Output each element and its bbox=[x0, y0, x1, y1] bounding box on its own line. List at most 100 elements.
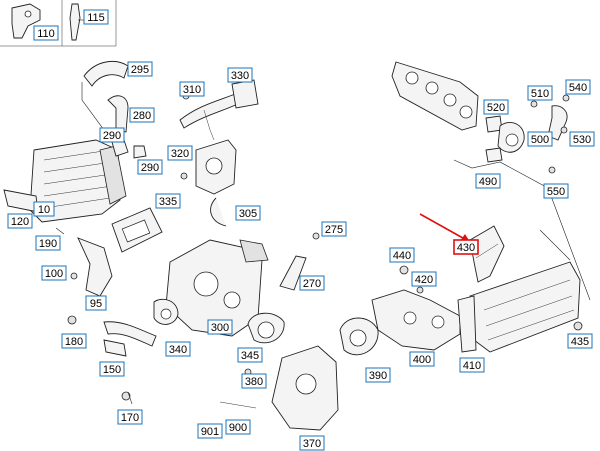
label-400[interactable]: 400 bbox=[409, 351, 435, 367]
egr-cooler-drawing bbox=[3, 139, 127, 223]
label-390[interactable]: 390 bbox=[365, 367, 391, 383]
svg-text:410: 410 bbox=[463, 360, 481, 372]
egr-pipe-drawing bbox=[179, 79, 259, 141]
svg-text:380: 380 bbox=[245, 376, 263, 388]
gasket-335-drawing bbox=[111, 207, 163, 253]
svg-text:900: 900 bbox=[229, 422, 247, 434]
label-520[interactable]: 520 bbox=[483, 99, 509, 115]
svg-text:370: 370 bbox=[303, 438, 321, 450]
svg-text:500: 500 bbox=[531, 134, 549, 146]
svg-text:420: 420 bbox=[415, 274, 433, 286]
label-100[interactable]: 100 bbox=[41, 265, 67, 281]
svg-text:295: 295 bbox=[131, 64, 149, 76]
svg-text:305: 305 bbox=[239, 208, 257, 220]
svg-text:170: 170 bbox=[121, 412, 139, 424]
label-190[interactable]: 190 bbox=[35, 235, 61, 251]
svg-text:901: 901 bbox=[201, 426, 219, 438]
svg-text:95: 95 bbox=[90, 298, 102, 310]
hose-drawings bbox=[81, 60, 147, 159]
label-305[interactable]: 305 bbox=[235, 205, 261, 221]
throttle-housing-drawing bbox=[153, 239, 269, 337]
label-530[interactable]: 530 bbox=[569, 131, 595, 147]
label-510[interactable]: 510 bbox=[527, 85, 553, 101]
label-340[interactable]: 340 bbox=[165, 341, 191, 357]
svg-text:510: 510 bbox=[531, 88, 549, 100]
label-310[interactable]: 310 bbox=[179, 81, 205, 97]
label-320[interactable]: 320 bbox=[167, 145, 193, 161]
manifold-410-drawing bbox=[457, 261, 583, 353]
bracket-270-drawing bbox=[279, 232, 320, 291]
label-300[interactable]: 300 bbox=[207, 319, 233, 335]
label-170[interactable]: 170 bbox=[117, 409, 143, 425]
svg-text:430: 430 bbox=[457, 242, 475, 254]
svg-text:540: 540 bbox=[569, 82, 587, 94]
label-410[interactable]: 410 bbox=[459, 357, 485, 373]
manifold-400-drawing bbox=[371, 265, 461, 351]
label-290-a[interactable]: 290 bbox=[99, 127, 125, 143]
label-10[interactable]: 10 bbox=[33, 201, 55, 217]
svg-text:550: 550 bbox=[547, 186, 565, 198]
callout-arrow bbox=[419, 213, 471, 243]
label-330[interactable]: 330 bbox=[227, 67, 253, 83]
label-115[interactable]: 115 bbox=[83, 9, 109, 25]
svg-text:10: 10 bbox=[38, 204, 50, 216]
svg-text:190: 190 bbox=[39, 238, 57, 250]
pipe-150-drawing bbox=[103, 321, 157, 405]
label-120[interactable]: 120 bbox=[7, 213, 33, 229]
label-345[interactable]: 345 bbox=[237, 347, 263, 363]
svg-text:300: 300 bbox=[211, 322, 229, 334]
svg-text:280: 280 bbox=[133, 110, 151, 122]
svg-text:270: 270 bbox=[303, 278, 321, 290]
svg-text:290: 290 bbox=[103, 130, 121, 142]
label-380[interactable]: 380 bbox=[241, 373, 267, 389]
label-900[interactable]: 900 bbox=[225, 419, 251, 435]
svg-text:310: 310 bbox=[183, 84, 201, 96]
gasket-390-drawing bbox=[339, 317, 379, 356]
svg-text:340: 340 bbox=[169, 344, 187, 356]
svg-text:120: 120 bbox=[11, 216, 29, 228]
label-280[interactable]: 280 bbox=[129, 107, 155, 123]
svg-text:275: 275 bbox=[325, 224, 343, 236]
svg-text:110: 110 bbox=[37, 28, 55, 40]
egr-valve-drawing bbox=[180, 139, 237, 227]
label-430[interactable]: 430 bbox=[453, 239, 479, 255]
svg-text:400: 400 bbox=[413, 354, 431, 366]
svg-text:115: 115 bbox=[87, 12, 105, 24]
exhaust-manifold-drawing bbox=[391, 61, 591, 301]
svg-text:100: 100 bbox=[45, 268, 63, 280]
label-370[interactable]: 370 bbox=[299, 435, 325, 451]
svg-text:345: 345 bbox=[241, 350, 259, 362]
svg-text:180: 180 bbox=[65, 336, 83, 348]
label-540[interactable]: 540 bbox=[565, 79, 591, 95]
label-335[interactable]: 335 bbox=[155, 193, 181, 209]
label-435[interactable]: 435 bbox=[567, 333, 593, 349]
svg-text:320: 320 bbox=[171, 148, 189, 160]
inset-panel bbox=[0, 0, 117, 47]
svg-text:150: 150 bbox=[103, 364, 121, 376]
svg-text:290: 290 bbox=[141, 162, 159, 174]
housing-370-drawing bbox=[219, 345, 339, 431]
svg-text:390: 390 bbox=[369, 370, 387, 382]
label-180[interactable]: 180 bbox=[61, 333, 87, 349]
label-290-b[interactable]: 290 bbox=[137, 159, 163, 175]
svg-text:440: 440 bbox=[393, 250, 411, 262]
label-110[interactable]: 110 bbox=[33, 25, 59, 41]
label-500[interactable]: 500 bbox=[527, 131, 553, 147]
svg-text:330: 330 bbox=[231, 70, 249, 82]
label-150[interactable]: 150 bbox=[99, 361, 125, 377]
label-901[interactable]: 901 bbox=[197, 423, 223, 439]
label-490[interactable]: 490 bbox=[475, 173, 501, 189]
svg-text:335: 335 bbox=[159, 196, 177, 208]
gasket-345-drawing bbox=[247, 312, 285, 344]
label-440[interactable]: 440 bbox=[389, 247, 415, 263]
label-550[interactable]: 550 bbox=[543, 183, 569, 199]
label-270[interactable]: 270 bbox=[299, 275, 325, 291]
label-95[interactable]: 95 bbox=[85, 295, 107, 311]
svg-text:435: 435 bbox=[571, 336, 589, 348]
label-420[interactable]: 420 bbox=[411, 271, 437, 287]
label-295[interactable]: 295 bbox=[127, 61, 153, 77]
svg-text:490: 490 bbox=[479, 176, 497, 188]
label-275[interactable]: 275 bbox=[321, 221, 347, 237]
svg-text:520: 520 bbox=[487, 102, 505, 114]
